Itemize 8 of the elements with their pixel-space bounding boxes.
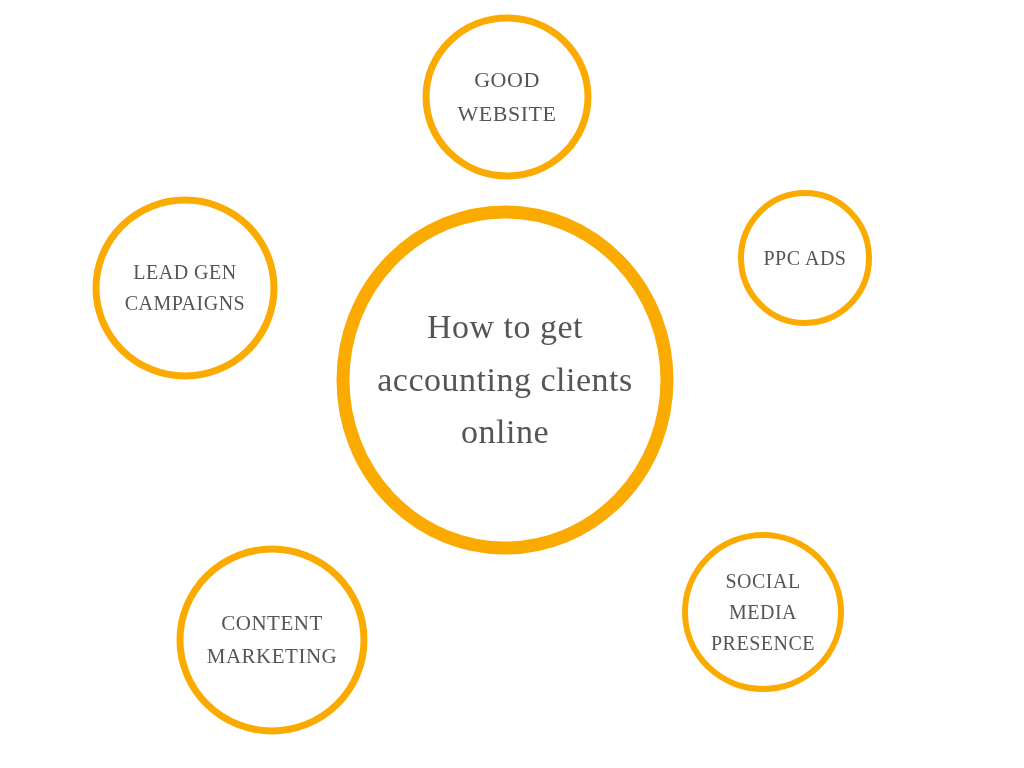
topic-label: SOCIAL MEDIA PRESENCE [710,568,816,656]
circle-node [679,529,847,695]
topic-label: LEAD GEN CAMPAIGNS [123,260,247,316]
circle-node [735,187,875,329]
center-title: How to get accounting clients online [376,306,634,453]
topic-label: CONTENT MARKETING [205,610,339,670]
topic-label: GOOD WEBSITE [456,65,558,128]
topic-label: PPC ADS [762,245,848,271]
